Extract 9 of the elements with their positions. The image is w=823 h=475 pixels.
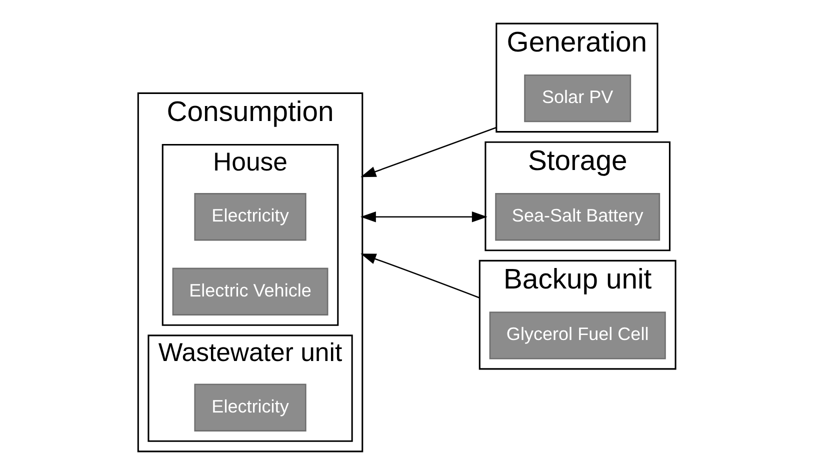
- arrow: [360, 254, 480, 298]
- arrow: [360, 211, 487, 222]
- node-box: Electric Vehicle: [172, 268, 328, 316]
- arrow: [360, 126, 496, 178]
- node-box: Sea-Salt Battery: [494, 193, 660, 241]
- node-box: Electricity: [194, 193, 306, 241]
- node-box: Glycerol Fuel Cell: [488, 312, 666, 360]
- node-box: Electricity: [194, 384, 306, 432]
- node-box: Solar PV: [524, 74, 631, 122]
